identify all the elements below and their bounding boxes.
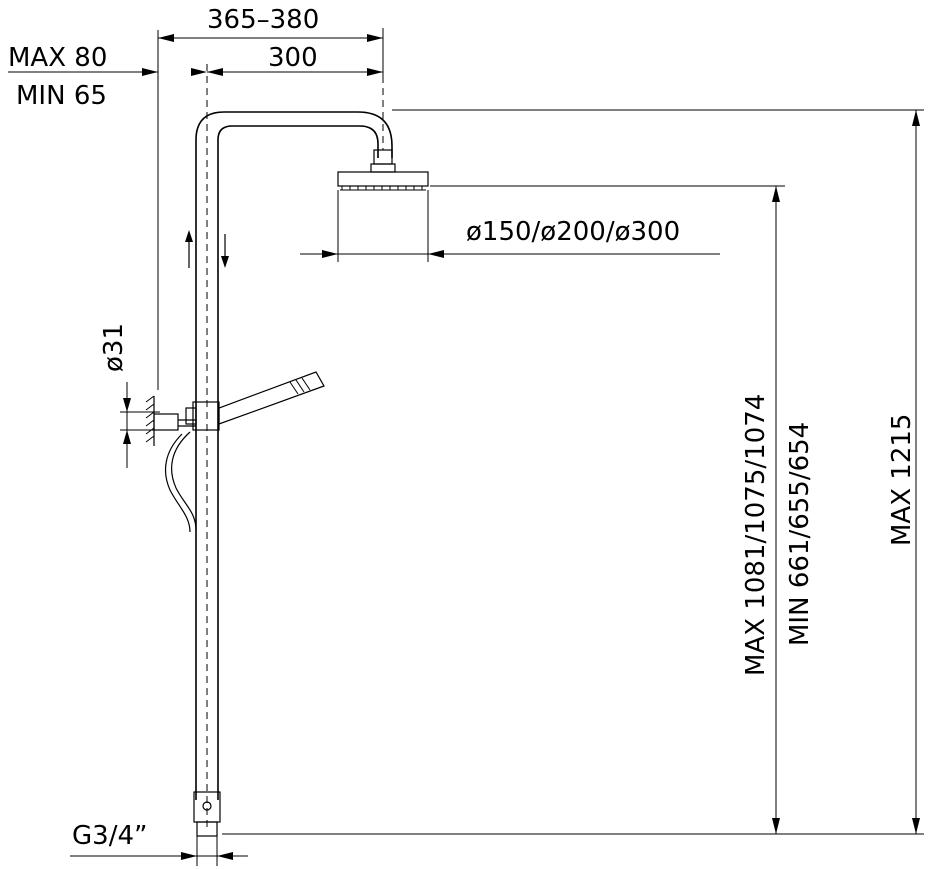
dimension-labels: 365–380 300 MAX 80 MIN 65 ø150/ø200/ø300… xyxy=(8,5,917,851)
dimension-lines xyxy=(8,28,924,866)
inlet-thread-label: G3/4” xyxy=(72,821,147,851)
shower-column xyxy=(195,64,393,830)
height-min-label: MIN 661/655/654 xyxy=(785,422,815,646)
wall-max-label: MAX 80 xyxy=(8,43,107,73)
hand-shower xyxy=(145,230,325,533)
shower-head xyxy=(337,149,429,191)
wall-min-label: MIN 65 xyxy=(16,81,107,111)
arm-length-label: 300 xyxy=(268,43,318,73)
total-height-label: MAX 1215 xyxy=(887,414,917,546)
pipe-diameter-label: ø31 xyxy=(99,323,129,372)
height-max-label: MAX 1081/1075/1074 xyxy=(741,394,771,676)
head-diameter-label: ø150/ø200/ø300 xyxy=(466,217,680,247)
width-range-label: 365–380 xyxy=(207,5,319,35)
water-inlet xyxy=(193,791,221,837)
